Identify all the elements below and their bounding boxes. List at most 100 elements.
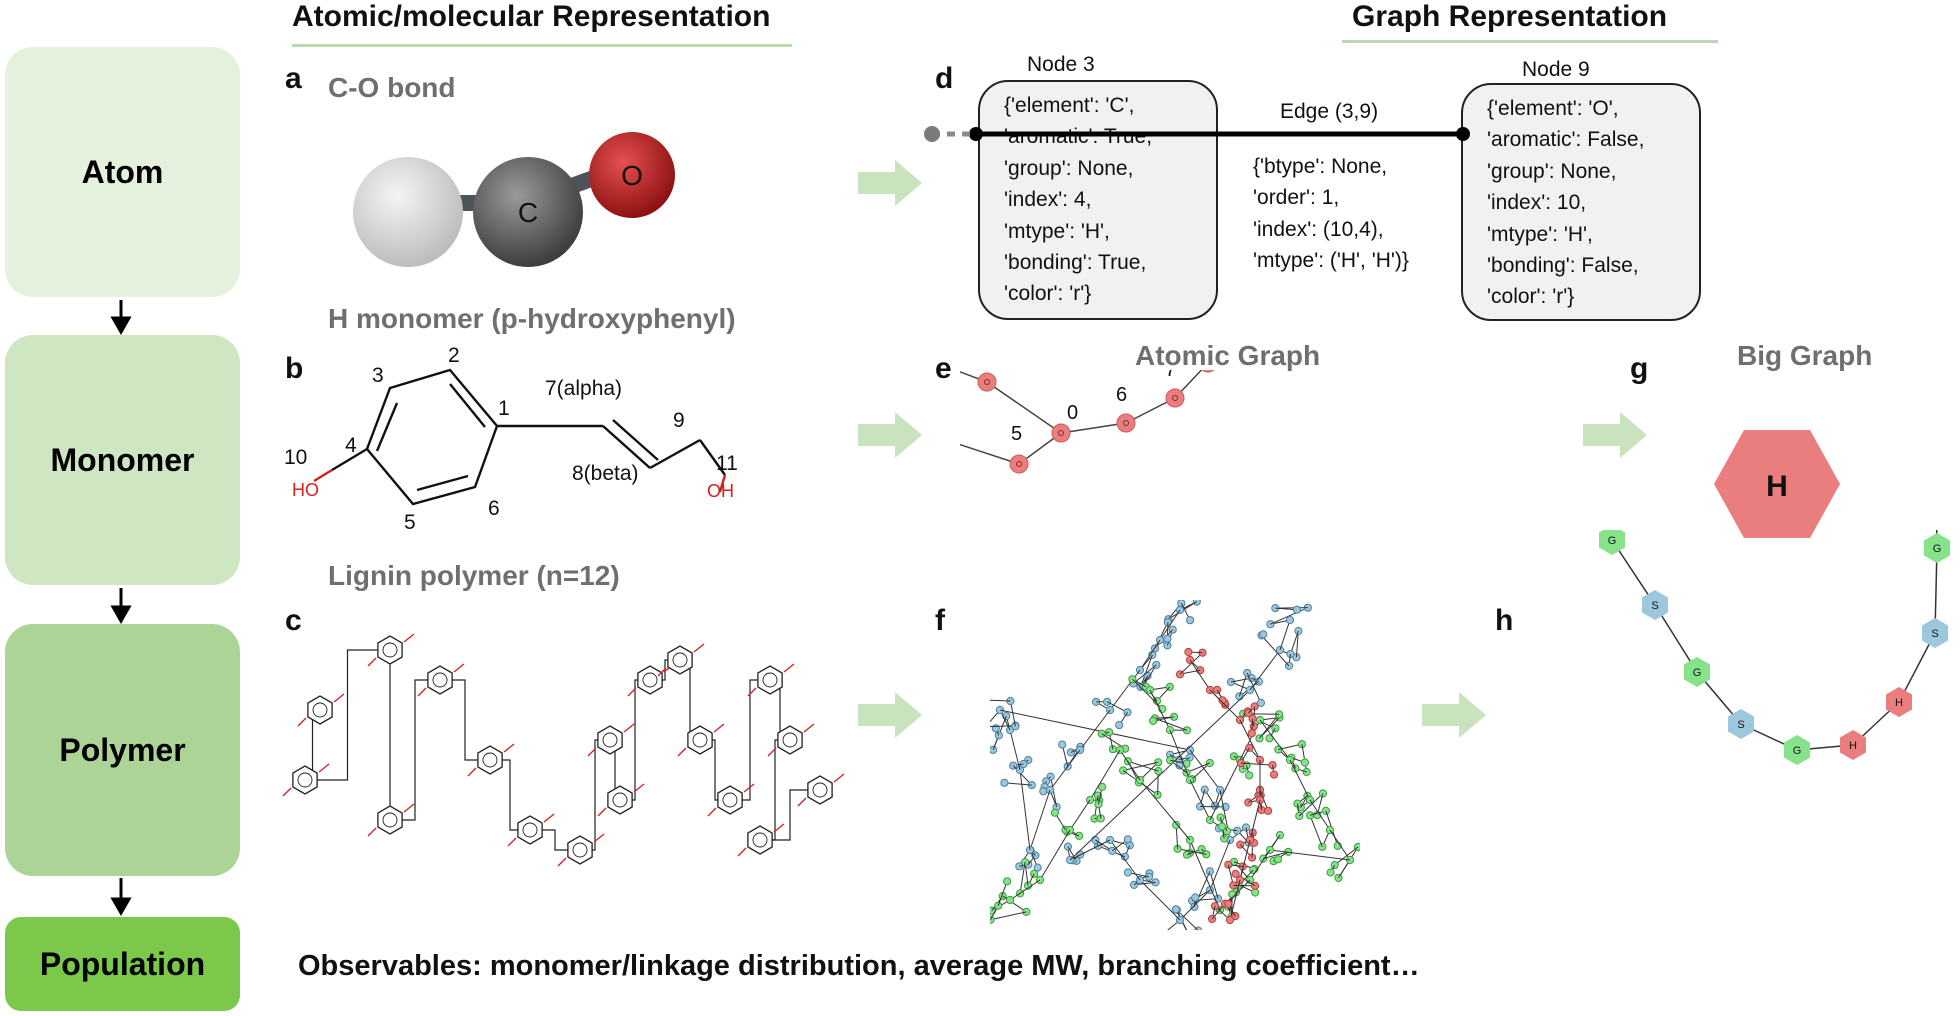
polymer-graph-node [991,724,1000,733]
monomer-hexagon [1924,533,1950,563]
polymer-graph-node [1192,600,1201,606]
carbon-label: C [518,197,538,228]
aromatic-ring [477,745,503,775]
polymer-graph-edge [1239,839,1251,881]
node3-prop: 'aromatic': True, [1004,125,1153,149]
aromatic-ring [427,665,453,695]
hexagon-icon [1714,430,1840,538]
aromatic-ring [747,825,773,855]
polymer-graph-node [1103,697,1112,706]
panel-letter-d: d [935,62,954,95]
polymer-graph-node [1264,806,1273,815]
polymer-graph-edge [1298,793,1324,817]
polymer-graph-edge [1270,607,1309,625]
graph-representation-header: Graph Representation [1352,0,1668,33]
atom-number-label: 11 [716,452,738,475]
level-monomer-label: Monomer [50,441,195,478]
atom-node-label: 0 [1067,402,1078,424]
atom-node [1165,388,1185,408]
polymer-graph-edge [1140,654,1153,688]
polymer-graph-edge [1238,672,1248,697]
polymer-graph-node [1213,685,1222,695]
big-graph-title: Big Graph [1737,340,1873,371]
monomer-hexagon-label: H [1849,740,1857,752]
monomer-hexagon-label: S [1651,600,1658,612]
polymer-graph-node [1250,881,1260,890]
polymer-graph-edge [1004,782,1032,786]
polymer-graph-node [1123,835,1132,844]
polymer-graph-edge [990,911,1027,921]
h-monomer-structure: HO OH 1 2 3 4 5 6 7(alpha) 8(beta) 9 10 … [284,344,738,534]
polymer-bond [305,649,390,781]
polymer-atomic-graph [990,600,1360,930]
aromatic-ring [517,815,543,845]
atom-number-label: 8(beta) [572,462,639,485]
polymer-graph-node [1066,748,1076,757]
chain-edge [1654,604,1698,673]
arrow-down-icon [110,897,132,917]
polymer-graph-edge [1295,630,1299,658]
polymer-graph-edge [1109,669,1141,711]
monomer-hexagon [1840,730,1866,760]
arrow-right-icon [1583,412,1647,458]
edge-prop: 'mtype': ('H', 'H')} [1253,249,1409,273]
monomer-hexagon-label: G [1608,535,1617,547]
node9-prop: 'group': None, [1487,159,1617,183]
graph-edge [960,443,1020,465]
atom-node [1116,413,1136,433]
node3-prop: 'color': 'r'} [1004,282,1092,306]
big-graph-monomer-label: H [1766,470,1788,503]
polymer-graph-edge [1069,799,1091,831]
polymer-graph-edge [1139,779,1191,841]
edge-dangling-node [924,126,940,142]
polymer-graph-edge [1301,744,1308,773]
polymer-graph-edge [990,725,1016,728]
arrow-down-icon [110,605,132,625]
polymer-graph-node [1220,834,1229,843]
monomer-hexagon-label: S [1737,719,1744,731]
atom-node [1201,370,1215,373]
polymer-graph-edge [1159,609,1181,641]
monomer-hexagon [1684,657,1710,687]
polymer-graph-edge [1119,749,1141,781]
polymer-graph-node [1091,835,1100,844]
polymer-graph-node [1154,767,1163,776]
atom-number-label: 3 [372,364,384,387]
level-polymer-label: Polymer [59,731,186,768]
polymer-graph-edge [1009,729,1021,771]
polymer-graph-edge [1189,779,1211,821]
polymer-graph-node [1224,899,1233,909]
aromatic-ring [807,775,833,805]
graph-edge [1060,422,1127,434]
polymer-graph-edge [1189,839,1221,911]
panel-letter-h: h [1495,604,1514,637]
hydroxyl-right: OH [707,481,734,501]
polymer-graph-node [1231,869,1240,878]
polymer-graph-edge [1309,815,1323,848]
polymer-graph-edge [1139,879,1181,921]
monomer-hexagon-label: G [1793,745,1802,757]
arrow-right-icon [858,160,922,206]
polymer-graph-edge [990,699,1011,702]
polymer-graph-edge [1259,719,1291,761]
aromatic-ring [667,645,693,675]
aromatic-ring [377,635,403,665]
polymer-graph-node [1251,888,1260,897]
polymer-graph-edge [1249,799,1261,841]
polymer-graph-node [1123,868,1132,877]
co-bond-model: C O [353,132,675,267]
polymer-graph-node [1235,692,1244,701]
polymer-bond [760,789,820,841]
polymer-graph-node [1030,869,1039,878]
level-polymer: Polymer [5,624,240,876]
node3-prop: 'bonding': True, [1004,251,1147,275]
level-population-label: Population [39,945,206,982]
edge-properties: {'btype': None, 'order': 1, 'index': (10… [1253,151,1409,277]
atom-number-label: 5 [404,511,416,534]
node9-prop: 'mtype': 'H', [1487,222,1593,246]
level-monomer: Monomer [5,335,240,585]
polymer-graph-edge [1139,761,1159,781]
polymer-graph-node [1050,808,1060,817]
lignin-polymer-title: Lignin polymer (n=12) [328,560,620,591]
